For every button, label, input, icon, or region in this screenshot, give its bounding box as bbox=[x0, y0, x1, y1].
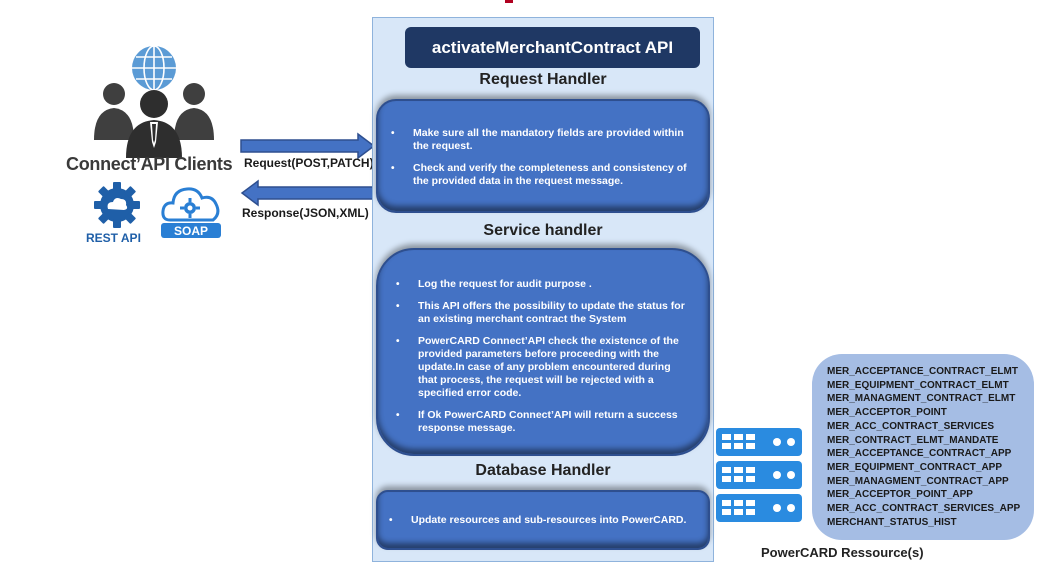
service-handler-item: Log the request for audit purpose . bbox=[396, 278, 688, 291]
database-handler-title: Database Handler bbox=[475, 462, 611, 479]
response-arrow bbox=[240, 179, 376, 207]
resource-table-item: MER_MANAGMENT_CONTRACT_ELMT bbox=[827, 393, 1016, 405]
users-globe-icon bbox=[94, 45, 214, 158]
resource-table-item: MER_ACCEPTOR_POINT bbox=[827, 407, 947, 419]
response-label: Response(JSON,XML) bbox=[242, 206, 369, 220]
service-handler-item: PowerCARD Connect’API check the existenc… bbox=[396, 335, 688, 400]
request-handler-item: Check and verify the completeness and co… bbox=[391, 162, 688, 188]
soap-label: SOAP bbox=[174, 224, 208, 238]
request-label: Request(POST,PATCH) bbox=[244, 156, 374, 170]
resource-table-item: MER_ACC_CONTRACT_SERVICES bbox=[827, 420, 995, 432]
rest-gear-icon bbox=[94, 182, 140, 228]
resource-table-item: MER_ACCEPTANCE_CONTRACT_ELMT bbox=[827, 366, 1018, 377]
request-handler-box: Make sure all the mandatory fields are p… bbox=[376, 99, 710, 213]
server-stack-icon bbox=[716, 428, 802, 522]
service-handler-item: This API offers the possibility to updat… bbox=[396, 300, 688, 326]
api-title: activateMerchantContract API bbox=[405, 27, 700, 68]
clients-label: Connect’API Clients bbox=[66, 154, 233, 174]
request-handler-item: Make sure all the mandatory fields are p… bbox=[391, 127, 688, 153]
request-response-arrows bbox=[240, 132, 376, 207]
top-accent-mark bbox=[505, 0, 513, 3]
resource-table-item: MERCHANT_STATUS_HIST bbox=[827, 516, 957, 528]
rest-api-label: REST API bbox=[86, 231, 141, 245]
database-handler-item: Update resources and sub-resources into … bbox=[389, 514, 688, 527]
resource-table-item: MER_CONTRACT_ELMT_MANDATE bbox=[827, 434, 999, 446]
soap-cloud-icon: SOAP bbox=[161, 187, 221, 238]
resource-table-item: MER_MANAGMENT_CONTRACT_APP bbox=[827, 475, 1009, 487]
service-handler-item: If Ok PowerCARD Connect’API will return … bbox=[396, 409, 688, 435]
resource-table-list: MER_ACCEPTANCE_CONTRACT_ELMT MER_EQUIPME… bbox=[812, 354, 1034, 540]
database-handler-box: Update resources and sub-resources into … bbox=[376, 490, 710, 550]
resource-table-item: MER_EQUIPMENT_CONTRACT_ELMT bbox=[827, 379, 1009, 391]
resource-table-item: MER_EQUIPMENT_CONTRACT_APP bbox=[827, 461, 1003, 473]
resource-table-item: MER_ACCEPTANCE_CONTRACT_APP bbox=[827, 448, 1012, 460]
resource-table-item: MER_ACC_CONTRACT_SERVICES_APP bbox=[827, 503, 1021, 515]
resource-table-item: MER_ACCEPTOR_POINT_APP bbox=[827, 489, 973, 501]
resources-caption: PowerCARD Ressource(s) bbox=[761, 545, 924, 560]
service-handler-title: Service handler bbox=[483, 222, 603, 239]
request-handler-title: Request Handler bbox=[479, 71, 607, 88]
service-handler-box: Log the request for audit purpose . This… bbox=[376, 248, 710, 456]
request-arrow bbox=[240, 132, 376, 160]
